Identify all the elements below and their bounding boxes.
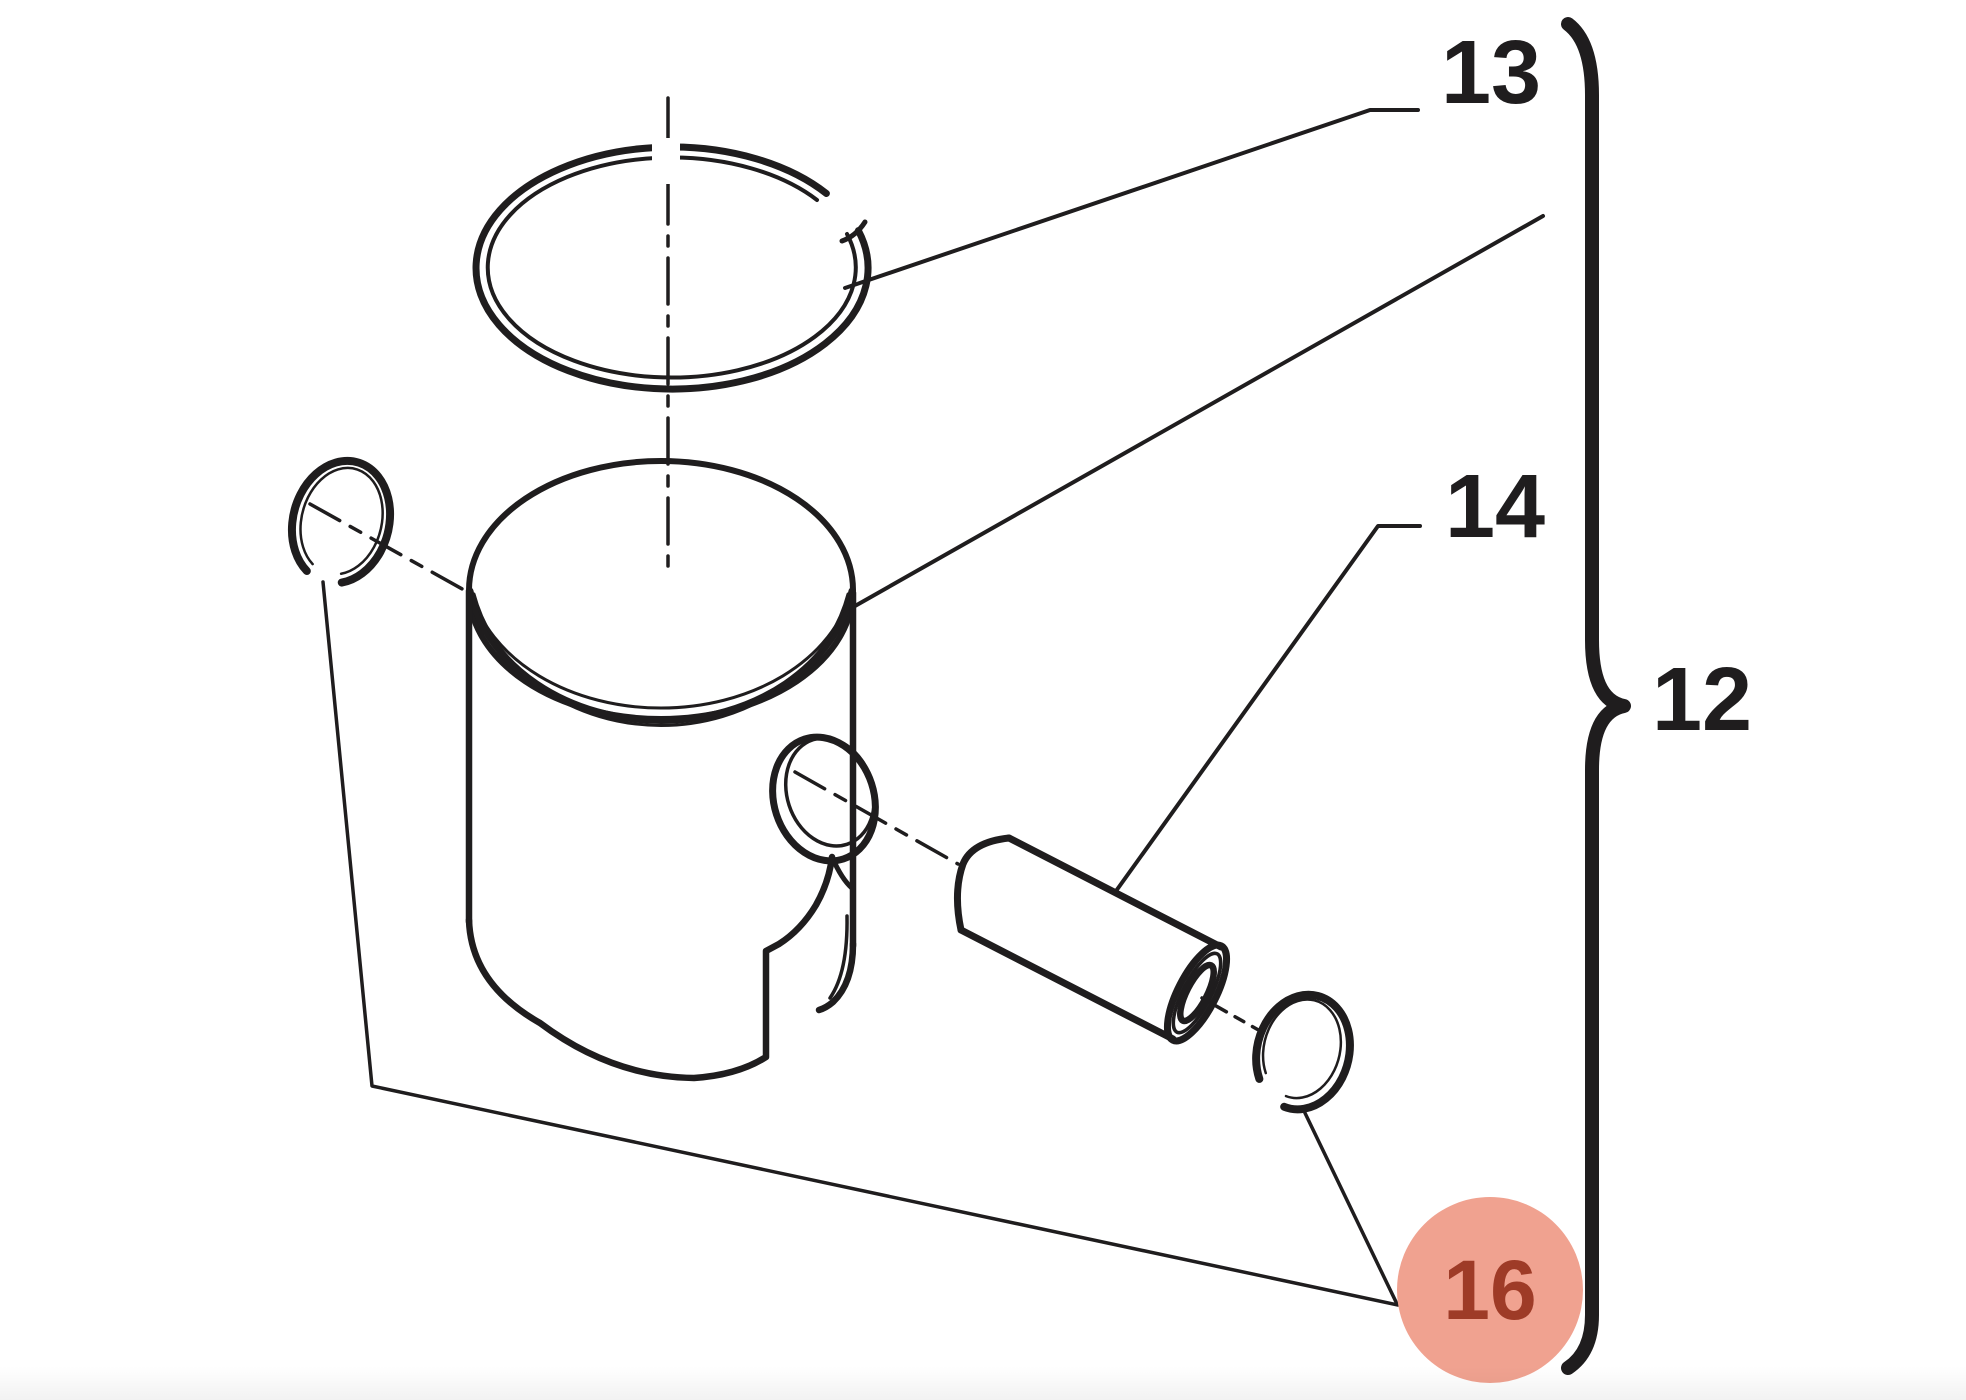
part-label-16-badge[interactable]: 16 [1397,1197,1583,1383]
part-label-12[interactable]: 12 [1652,650,1753,750]
leader-line-14 [1114,524,1422,893]
part-label-14[interactable]: 14 [1445,457,1546,557]
assembly-brace [1561,17,1631,1375]
part-16-badge-circle[interactable] [1397,1197,1583,1383]
piston-ring-drawing [472,138,872,393]
part-label-16[interactable]: 16 [1443,1243,1537,1337]
leader-line-16-right-circlip [1303,1111,1399,1306]
circlip-right-drawing [1252,990,1354,1114]
leader-line-13-ring [843,108,1420,290]
leader-line-16-left-circlip [321,580,1400,1307]
piston-pin-drawing [953,834,1231,1045]
leader-line-13-groove [853,214,1545,608]
pin-axis-line [308,502,1264,1034]
circlip-left-drawing [287,456,395,587]
part-label-13[interactable]: 13 [1441,23,1542,123]
piston-drawing [465,458,879,1082]
